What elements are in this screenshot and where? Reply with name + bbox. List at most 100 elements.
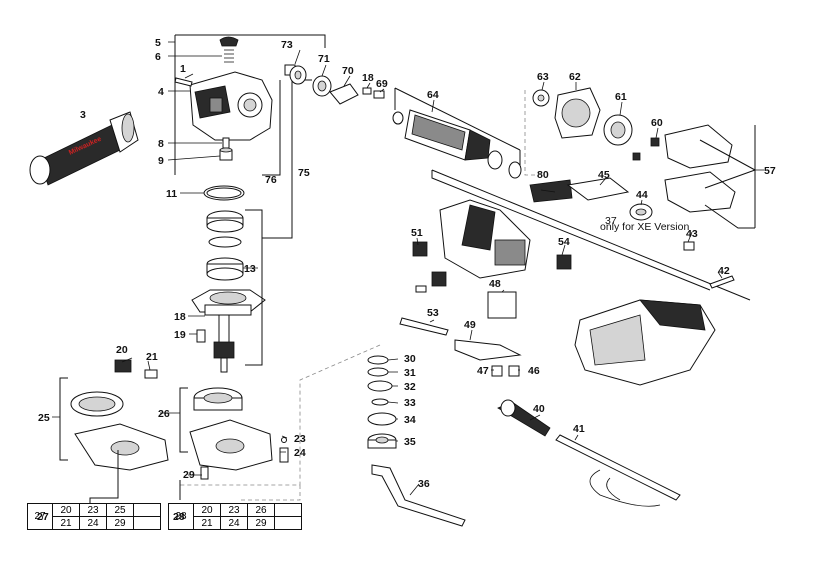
- part-label: 63: [537, 71, 549, 83]
- bearing: [289, 65, 307, 85]
- pin: [219, 137, 233, 161]
- switch-module: [487, 291, 517, 319]
- flange-stack: [367, 355, 397, 449]
- switch-ring: [629, 203, 653, 221]
- gear-stack: [206, 210, 244, 281]
- power-cord: [555, 434, 681, 507]
- brush: [650, 137, 660, 147]
- part-label: 25: [38, 412, 50, 424]
- part-label: 11: [166, 188, 177, 200]
- part-label: 61: [615, 91, 627, 103]
- kit-cell: [274, 503, 302, 517]
- paddle-lever: [454, 339, 522, 361]
- part-label: 18: [362, 72, 374, 84]
- part-label: 76: [265, 174, 277, 186]
- kit-cell: 24: [79, 516, 107, 530]
- wheel-guard-25: [70, 391, 169, 471]
- part-label: 47: [477, 365, 489, 377]
- switch-clip: [431, 271, 447, 287]
- kit-cell: 23: [220, 503, 248, 517]
- part-label: 75: [298, 167, 310, 179]
- screw: [200, 466, 209, 480]
- part-label: 41: [573, 423, 585, 435]
- part-label: 73: [281, 39, 293, 51]
- part-label: 51: [411, 227, 423, 239]
- switch-rod: [399, 317, 449, 336]
- part-label: 34: [404, 414, 416, 426]
- kit-cell: 24: [220, 516, 248, 530]
- kit-cell: 21: [52, 516, 80, 530]
- kit-cell: 26: [247, 503, 275, 517]
- part-label: 13: [244, 263, 256, 275]
- bearing-flange: [191, 289, 266, 316]
- kit-number: 28: [168, 503, 194, 530]
- spindle: [213, 314, 235, 373]
- kit-cell: 23: [79, 503, 107, 517]
- kit-cell: 25: [106, 503, 134, 517]
- part-label: 5: [155, 37, 161, 49]
- motor-housing-covers: [664, 124, 736, 213]
- screw: [362, 87, 372, 95]
- part-label: 53: [427, 307, 439, 319]
- bearing-plate: [329, 83, 359, 105]
- part-label: 31: [404, 367, 416, 379]
- screw: [196, 329, 206, 343]
- part-label: 54: [558, 236, 570, 248]
- spindle-lock-button: [219, 36, 239, 63]
- gear-head-bracket: [174, 34, 326, 175]
- part-label: 3: [80, 109, 86, 121]
- kit-cell: [274, 516, 302, 530]
- kit-cell: 29: [247, 516, 275, 530]
- part-label: 37: [605, 215, 617, 227]
- part-label: 32: [404, 381, 416, 393]
- part-label: 4: [158, 86, 164, 98]
- side-handle: Milwaukee: [29, 111, 139, 186]
- part-label: 57: [764, 165, 776, 177]
- switch: [556, 254, 572, 270]
- ball: [281, 437, 287, 443]
- gear-housing: [189, 71, 273, 141]
- kit-cell: 29: [106, 516, 134, 530]
- label: [529, 179, 573, 203]
- xe-version-note: only for XE Version: [600, 221, 689, 233]
- electronics-board: [566, 177, 630, 201]
- part-label: 80: [537, 169, 549, 181]
- spanner-wrench: [371, 464, 466, 527]
- kit-cell: [133, 516, 161, 530]
- part-label: 46: [528, 365, 540, 377]
- lever: [114, 359, 132, 373]
- latch: [508, 365, 520, 377]
- part-label: 43: [686, 228, 698, 240]
- part-label: 23: [294, 433, 306, 445]
- wheel-guard-26: [189, 387, 273, 471]
- brush-plate: [603, 114, 633, 146]
- part-label: 35: [404, 436, 416, 448]
- screw: [174, 77, 193, 87]
- kit-table-27: 27 20 23 25 21 24 29: [27, 503, 161, 530]
- connector: [412, 241, 428, 257]
- kit-cell: 20: [52, 503, 80, 517]
- part-label: 33: [404, 397, 416, 409]
- part-label: 70: [342, 65, 354, 77]
- screw: [415, 285, 427, 293]
- bearing: [312, 75, 332, 97]
- part-label: 30: [404, 353, 416, 365]
- part-label: 45: [598, 169, 610, 181]
- screw: [373, 90, 385, 99]
- spring: [491, 365, 503, 377]
- screw: [709, 275, 735, 289]
- spring: [279, 447, 289, 463]
- part-label: 44: [636, 189, 648, 201]
- part-label: 71: [318, 53, 330, 65]
- part-label: 24: [294, 447, 306, 459]
- part-label: 1: [180, 63, 186, 75]
- armature: [392, 109, 522, 179]
- kit-cell: 21: [193, 516, 221, 530]
- part-label: 64: [427, 89, 439, 101]
- kit-cell: 20: [193, 503, 221, 517]
- part-label: 62: [569, 71, 581, 83]
- brush-holder-housing: [554, 87, 601, 139]
- part-label: 42: [718, 265, 730, 277]
- rear-handle-housing: [574, 299, 716, 386]
